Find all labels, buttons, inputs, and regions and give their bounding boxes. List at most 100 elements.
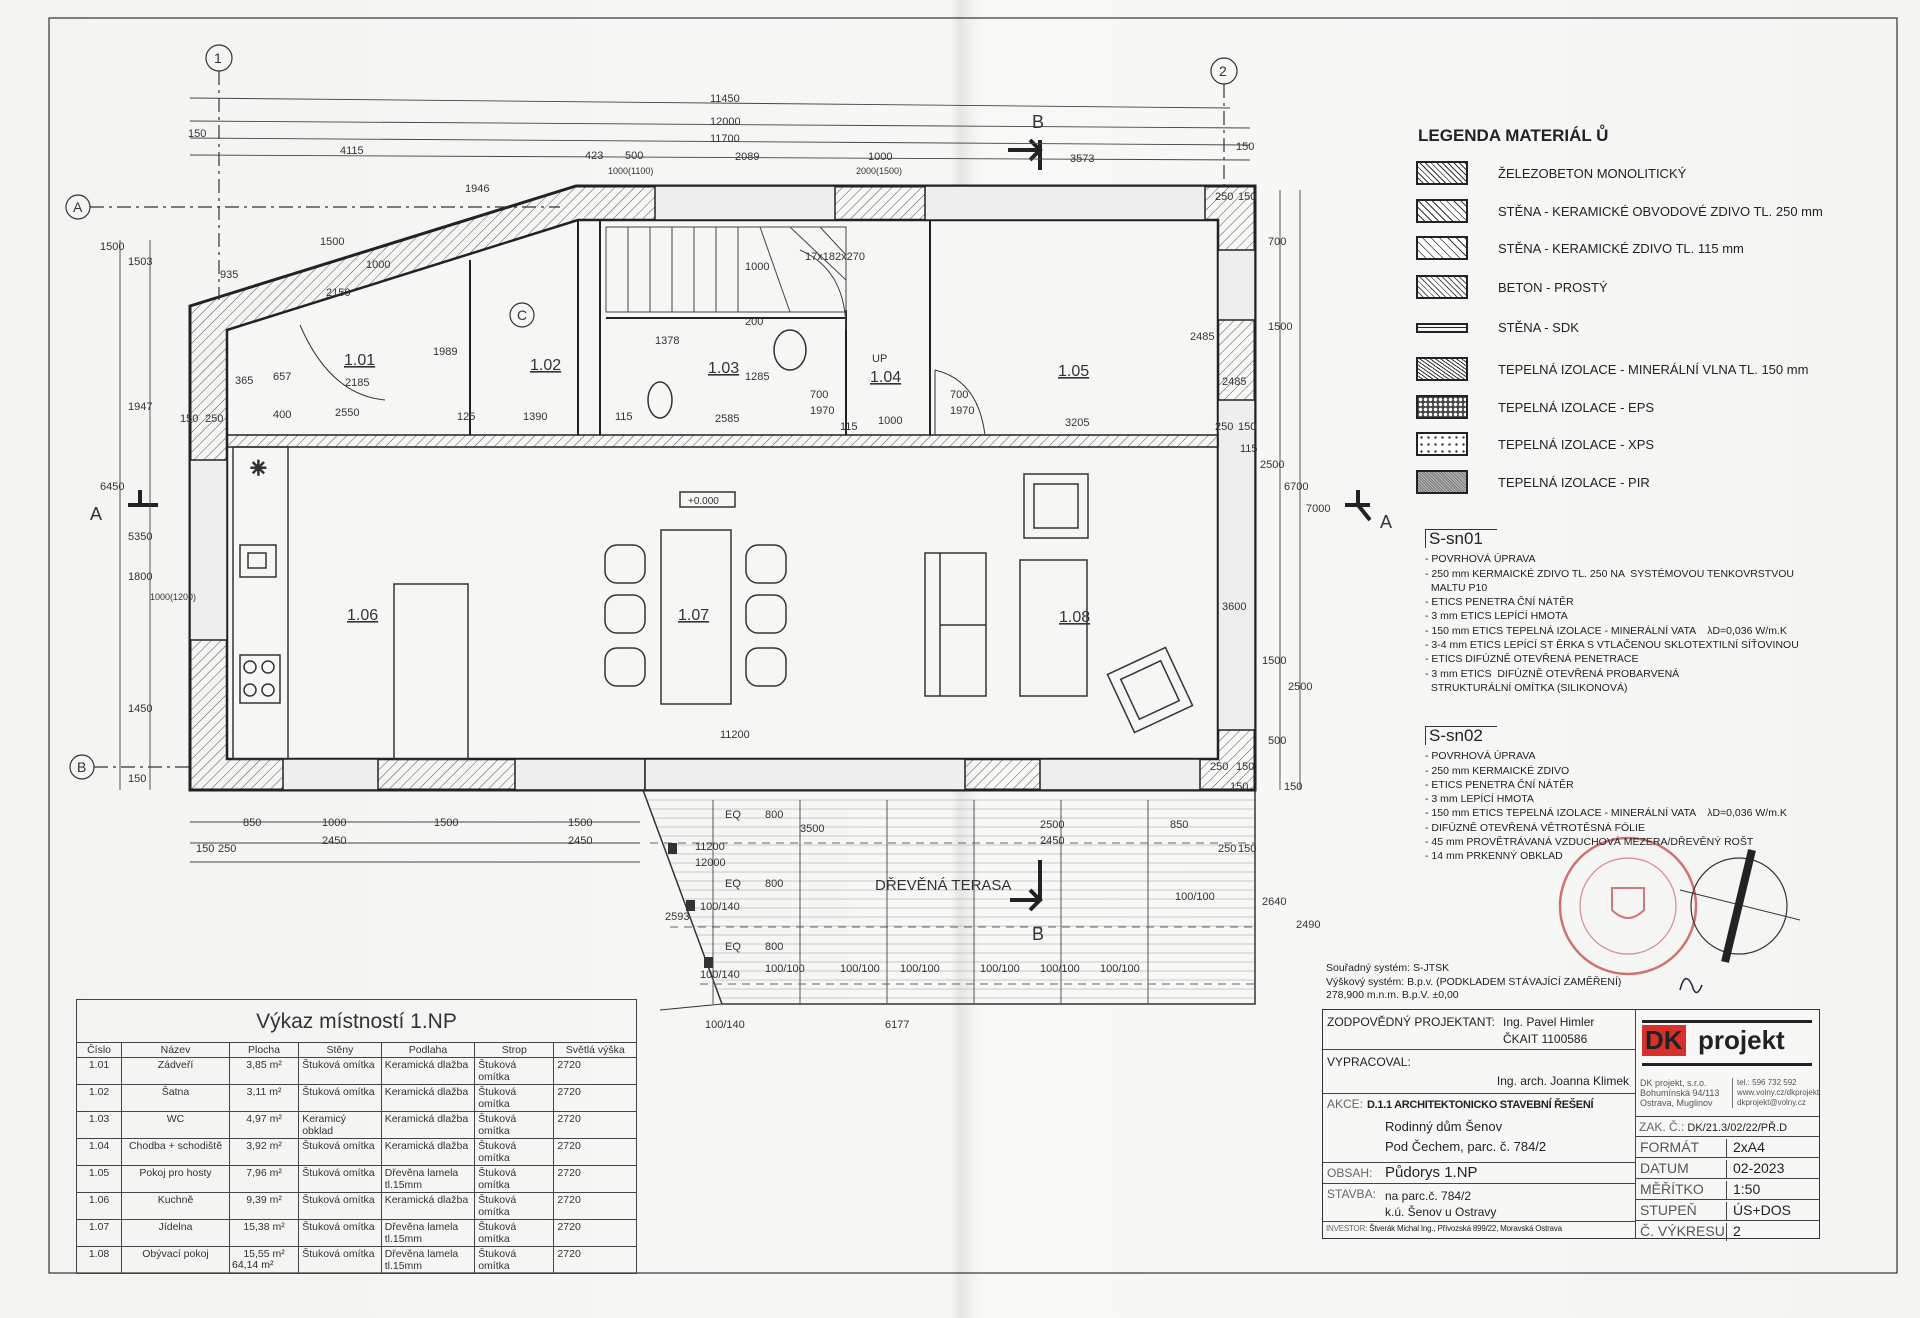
table-cell: 1.04 <box>75 1138 123 1166</box>
table-cell: Dřevěna lamela tl.15mm <box>380 1165 476 1193</box>
label: 365 <box>235 375 253 387</box>
label: 1:50 <box>1726 1181 1760 1199</box>
hob-icon <box>239 654 281 704</box>
table-cell: Dřevěna lamela tl.15mm <box>380 1246 476 1274</box>
label: ZAK. Č.: <box>1639 1120 1685 1134</box>
label: 1000 <box>322 817 346 829</box>
label: - 3 mm LEPÍCÍ HMOTA <box>1425 793 1534 806</box>
sheet-border <box>48 17 1898 1274</box>
label: 1500 <box>320 236 344 248</box>
label: dkprojekt@volny.cz <box>1737 1098 1806 1107</box>
label: STĚNA - SDK <box>1498 320 1579 335</box>
label: 2485 <box>1222 376 1246 388</box>
label: 11200 <box>695 841 725 853</box>
table-cell: 2720 <box>553 1165 637 1193</box>
signature <box>1679 977 1703 994</box>
stair-up-label: UP <box>872 353 887 365</box>
label: 400 <box>273 409 291 421</box>
pir-swatch <box>1416 470 1468 494</box>
legend-item: TEPELNÁ IZOLACE - EPS <box>1416 395 1654 419</box>
room-schedule-title: Výkaz místností 1.NP <box>76 999 637 1042</box>
label: 2640 <box>1262 896 1286 908</box>
table-cell: 1.08 <box>75 1246 123 1274</box>
label: EQ <box>725 878 741 890</box>
label: 150 <box>1236 141 1254 153</box>
label: 1500 <box>434 817 458 829</box>
table-cell: 2720 <box>553 1111 637 1139</box>
label: 150 <box>1236 761 1254 773</box>
label: 115 <box>1240 443 1258 455</box>
table-cell: 1.01 <box>75 1057 123 1085</box>
label: STĚNA - KERAMICKÉ ZDIVO TL. 115 mm <box>1498 240 1744 256</box>
table-cell: Štuková omítka <box>474 1057 555 1085</box>
table-cell: Keramická dlažba <box>380 1084 476 1112</box>
label: 150 <box>180 413 198 425</box>
table-cell: 15,38 m² <box>228 1219 300 1247</box>
table-cell: 15,55 m² <box>228 1246 300 1274</box>
label: Strop <box>474 1042 555 1058</box>
section-b-bottom: B <box>1032 924 1044 944</box>
label: - DIFÚZNĚ OTEVŘENÁ VĚTROTĚSNÁ FÓLIE <box>1425 821 1645 834</box>
label: 250 <box>1210 761 1228 773</box>
label: 1500 <box>1262 655 1286 667</box>
label: - ETICS PENETRA ČNÍ NÁTĚR <box>1425 596 1574 609</box>
label: 2500 <box>1288 681 1312 693</box>
label: 800 <box>765 878 783 890</box>
label: 850 <box>1170 819 1188 831</box>
label: 1000(1200) <box>150 592 196 602</box>
north-arrow-icon <box>1679 849 1801 963</box>
label: 2xA4 <box>1726 1139 1765 1157</box>
label: 1000(1100) <box>608 166 653 176</box>
table-cell: Štuková omítka <box>298 1219 382 1247</box>
label: 150 <box>1284 781 1302 793</box>
label: INVESTOR: <box>1326 1224 1368 1233</box>
table-cell: Keramická dlažba <box>380 1138 476 1166</box>
label: 500 <box>1268 735 1286 747</box>
investor: INVESTOR: Štverák Michal Ing., Přívozská… <box>1326 1224 1562 1233</box>
label: - 250 mm KERMAICKÉ ZDIVO <box>1425 764 1570 777</box>
label: 11450 <box>710 93 740 105</box>
table-cell: Obývací pokoj <box>121 1246 230 1274</box>
table-cell: Zádveří <box>121 1057 230 1085</box>
dining-table <box>660 529 732 705</box>
label: 2500 <box>1260 459 1284 471</box>
label: DK <box>1642 1025 1686 1056</box>
table-cell: Štuková omítka <box>474 1084 555 1112</box>
label: MĚŘÍTKO <box>1640 1181 1704 1197</box>
label: 150 <box>1238 421 1256 433</box>
staircase <box>605 226 847 331</box>
label: 1970 <box>950 405 974 417</box>
label: D.1.1 ARCHITEKTONICKO STAVEBNÍ ŘEŠENÍ <box>1367 1099 1594 1111</box>
label: 115 <box>840 421 858 433</box>
wall-spec-s-sn01: S-sn01 - POVRHOVÁ ÚPRAVA- 250 mm KERMAIC… <box>1425 529 1805 695</box>
label: 1500 <box>568 817 592 829</box>
label: 500 <box>625 150 643 162</box>
table-cell: 7,96 m² <box>228 1165 300 1193</box>
label: DATUM <box>1640 1160 1689 1176</box>
total-area: 64,14 m² <box>232 1259 274 1271</box>
label: 250 <box>1218 843 1236 855</box>
label: 100/100 <box>840 963 880 975</box>
label: 115 <box>615 411 633 423</box>
label: 1946 <box>465 183 489 195</box>
room-1-07: 1.07 <box>678 607 709 624</box>
label: Výškový systém: B.p.v. (PODKLADEM STÁVAJ… <box>1326 975 1622 988</box>
label: 700 <box>1268 236 1286 248</box>
section-labels: A A B B <box>90 112 1392 944</box>
label: 100/140 <box>700 969 740 981</box>
label: 100/100 <box>1100 963 1140 975</box>
label: 1390 <box>523 411 547 423</box>
doors <box>299 324 986 436</box>
table-cell: Štuková omítka <box>298 1138 382 1166</box>
legend-item: STĚNA - SDK <box>1416 320 1579 335</box>
table-cell: 1.02 <box>75 1084 123 1112</box>
label: 150 <box>196 843 214 855</box>
